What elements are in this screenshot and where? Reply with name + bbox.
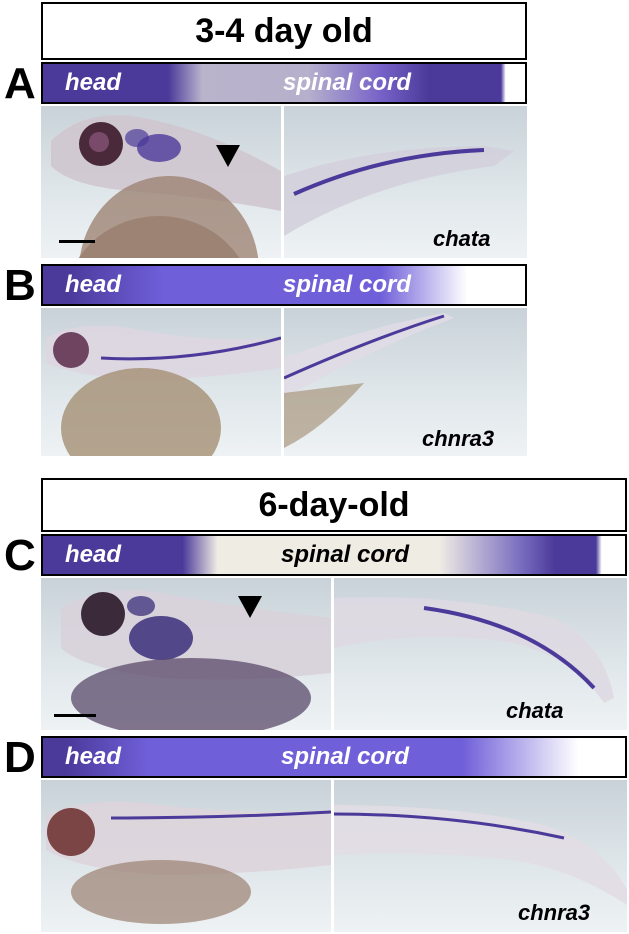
panel-letter-b: B: [4, 261, 36, 310]
section-title-6-day: 6-day-old: [41, 478, 627, 532]
gene-label-a: chata: [433, 226, 491, 251]
gene-label-b: chnra3: [422, 426, 495, 451]
image-d-tail: [334, 780, 627, 932]
expression-bar-c: head spinal cord: [41, 534, 627, 576]
expression-bar-d: head spinal cord: [41, 736, 627, 778]
scale-bar: [54, 714, 96, 717]
scale-bar: [59, 240, 95, 243]
image-c-head: [41, 578, 331, 730]
label-spinal-cord: spinal cord: [281, 743, 410, 770]
label-spinal-cord: spinal cord: [283, 69, 412, 96]
label-head: head: [65, 271, 122, 298]
image-a-tail: [284, 106, 527, 258]
expression-bar-a: head spinal cord: [41, 62, 527, 104]
image-a-head: [41, 106, 281, 258]
panel-letter-a: A: [4, 59, 36, 108]
label-head: head: [65, 743, 122, 770]
arrowhead-icon: [216, 145, 240, 167]
gene-label-d: chnra3: [518, 900, 591, 925]
label-head: head: [65, 541, 122, 568]
image-c-tail: [334, 578, 627, 730]
section-title-3-4-day: 3-4 day old: [41, 2, 527, 60]
expression-bar-b: head spinal cord: [41, 264, 527, 306]
arrowhead-icon: [238, 596, 262, 618]
gene-label-c: chata: [506, 698, 564, 723]
panel-letter-c: C: [4, 531, 36, 580]
image-b-head: [41, 308, 281, 456]
label-head: head: [65, 69, 122, 96]
label-spinal-cord: spinal cord: [283, 271, 412, 298]
image-d-head: [41, 780, 331, 932]
panel-letter-d: D: [4, 733, 36, 782]
label-spinal-cord: spinal cord: [281, 541, 410, 568]
image-b-tail: [284, 308, 527, 456]
